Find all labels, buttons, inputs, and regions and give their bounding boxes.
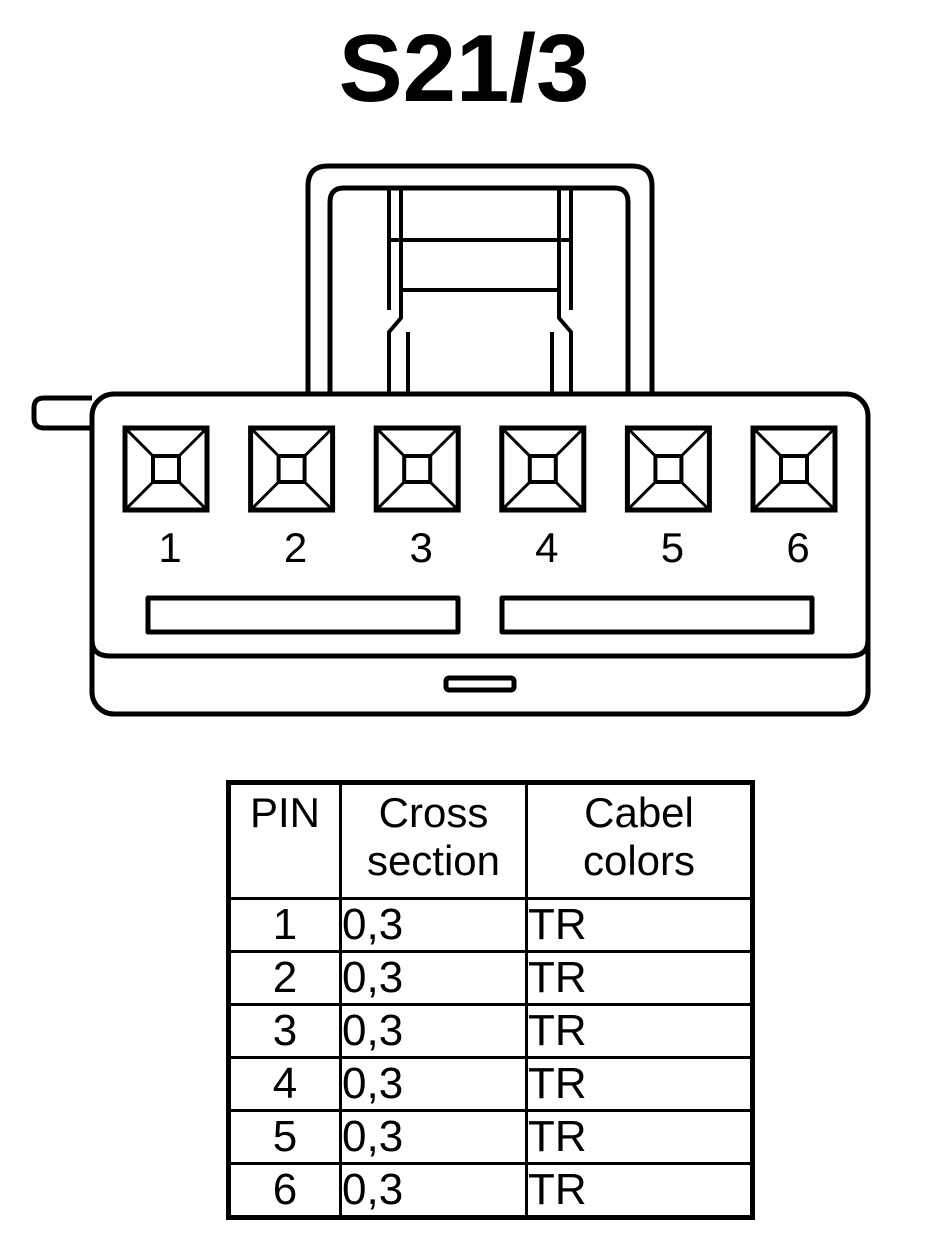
cell-pin: 4: [227, 1056, 342, 1112]
cell-pin: 6: [227, 1162, 342, 1219]
connector-top-clip-inner: [327, 185, 631, 392]
cell-cable-color: TR: [525, 897, 754, 953]
cell-cross-section: 0,3: [339, 950, 528, 1006]
pin-label-2: 2: [284, 524, 307, 571]
table-row: 4 0,3 TR: [227, 1056, 754, 1112]
connector-slot-left: [145, 595, 461, 635]
cell-cable-color: TR: [525, 1162, 754, 1219]
connector-side-tab: [31, 395, 92, 431]
pin-label-1: 1: [158, 524, 181, 571]
connector-housing: [89, 391, 871, 717]
connector-top-clip-outer: [305, 163, 655, 392]
pin-label-5: 5: [661, 524, 684, 571]
pin-table: PIN Cross section Cabel colors 1 0,3 TR …: [226, 780, 755, 1220]
cell-cable-color: TR: [525, 1109, 754, 1165]
cell-cable-color: TR: [525, 950, 754, 1006]
table-row: 2 0,3 TR: [227, 950, 754, 1006]
pin-cavity-3: [373, 425, 461, 513]
cell-cable-color: TR: [525, 1056, 754, 1112]
pin-cavity-5: [624, 425, 712, 513]
cell-cross-section: 0,3: [339, 897, 528, 953]
pin-label-4: 4: [535, 524, 558, 571]
cell-pin: 1: [227, 897, 342, 953]
cell-cable-color: TR: [525, 1003, 754, 1059]
header-pin: PIN: [227, 781, 342, 900]
cell-cross-section: 0,3: [339, 1003, 528, 1059]
table-row: 3 0,3 TR: [227, 1003, 754, 1059]
cell-cross-section: 0,3: [339, 1109, 528, 1165]
connector-slot-right: [499, 595, 815, 635]
cell-cross-section: 0,3: [339, 1162, 528, 1219]
connector-pins: 1 2 3 4 5 6: [122, 425, 838, 571]
cell-pin: 5: [227, 1109, 342, 1165]
cell-pin: 3: [227, 1003, 342, 1059]
table-header-row: PIN Cross section Cabel colors: [227, 781, 754, 900]
connector-housing-ledge: [89, 639, 871, 659]
pin-cavity-2: [248, 425, 336, 513]
cell-cross-section: 0,3: [339, 1056, 528, 1112]
pin-cavity-4: [499, 425, 587, 513]
connector-bottom-slot: [443, 675, 517, 693]
cell-pin: 2: [227, 950, 342, 1006]
header-cross-section: Cross section: [339, 781, 528, 900]
header-cable-colors: Cabel colors: [525, 781, 754, 900]
table-row: 5 0,3 TR: [227, 1109, 754, 1165]
table-row: 6 0,3 TR: [227, 1162, 754, 1219]
pin-cavity-1: [122, 425, 210, 513]
pin-label-6: 6: [786, 524, 809, 571]
connector-diagram: 1 2 3 4 5 6: [31, 163, 871, 717]
connector-lock-tongue: [387, 188, 573, 392]
pin-label-3: 3: [410, 524, 433, 571]
table-row: 1 0,3 TR: [227, 897, 754, 953]
page-title: S21/3: [338, 15, 590, 122]
pin-cavity-6: [750, 425, 838, 513]
